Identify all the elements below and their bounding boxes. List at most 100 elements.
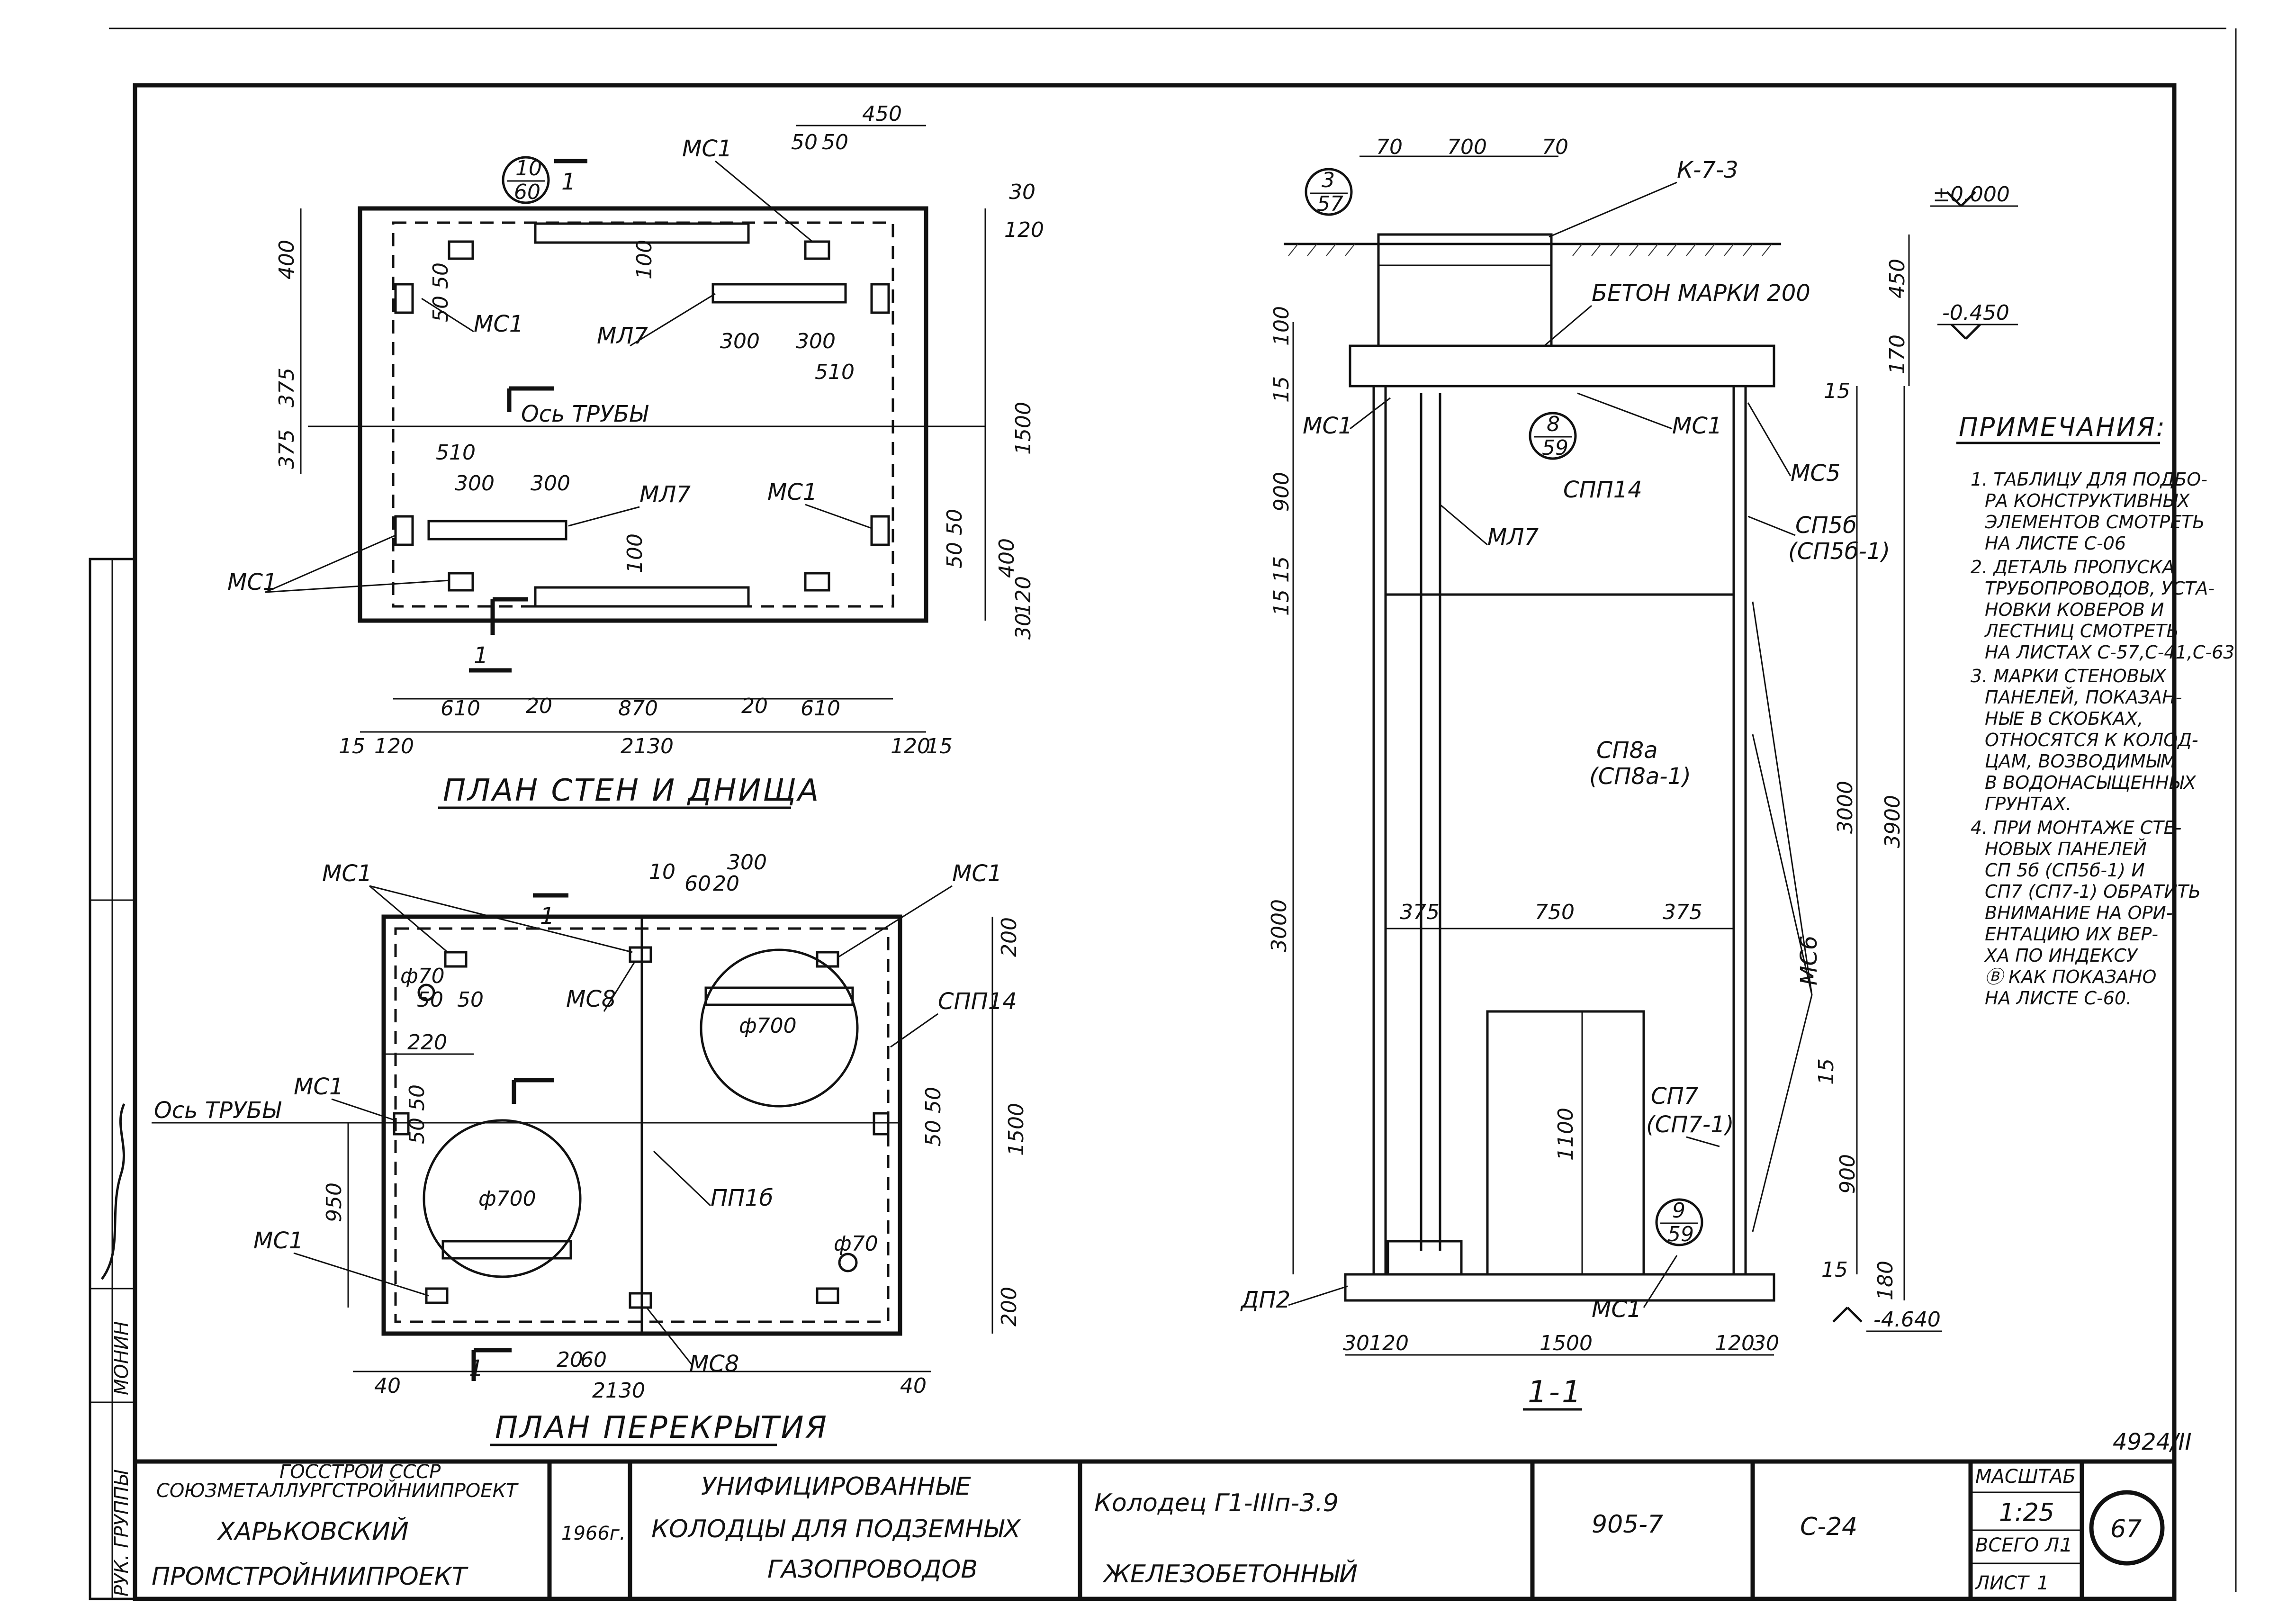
small-hole [417, 983, 435, 1001]
embed-mc1 [816, 1287, 839, 1304]
note-line: ГРУНТАХ. [1985, 794, 2071, 814]
embed-mc1 [394, 515, 414, 546]
label-sp5b: СП5б [1795, 512, 1857, 539]
note-line: В ВОДОНАСЫЩЕННЫХ [1985, 772, 2197, 793]
label-sp8a: СП8а [1596, 737, 1658, 764]
dim: 450 [1885, 259, 1909, 298]
plan-walls-title: ПЛАН СТЕН И ДНИЩА [443, 773, 820, 808]
series-line: КОЛОДЦЫ ДЛЯ ПОДЗЕМНЫХ [651, 1515, 1021, 1543]
ladder-bottom [427, 520, 567, 541]
dim: 1500 [1011, 402, 1035, 455]
section-mark: 1 [474, 642, 488, 669]
concrete-block [1387, 1240, 1463, 1276]
scale: 1:25 [1999, 1498, 2054, 1527]
note-line: НА ЛИСТЕ С-60. [1985, 988, 2132, 1009]
pipe-axis-label: Ось ТРУБЫ [521, 401, 649, 427]
dim: 20 [526, 694, 552, 718]
cover-k73 [1377, 233, 1553, 347]
total-label: ВСЕГО Л. [1975, 1534, 2065, 1556]
dim: 30 [1011, 613, 1035, 640]
note-line: 2. ДЕТАЛЬ ПРОПУСКА [1971, 557, 2175, 577]
embed-mc1 [870, 515, 890, 546]
notes: ПРИМЕЧАНИЯ: 1. ТАБЛИЦУ ДЛЯ ПОДБО- РА КОН… [1956, 412, 2234, 1009]
note-line: ТРУБОПРОВОДОВ, УСТА- [1985, 578, 2215, 599]
label-mc5: МС5 [1791, 460, 1840, 487]
label-k73: К-7-3 [1677, 157, 1738, 183]
dim: 120 [1004, 218, 1044, 242]
dim: 120 [374, 734, 414, 758]
label-mc1: МС1 [682, 135, 732, 162]
org-line: ГОССТРОЙ СССР [279, 1460, 441, 1483]
ref-circle [1655, 1198, 1703, 1246]
section-mark: 1 [561, 169, 576, 195]
dim: 300 [531, 471, 570, 496]
plan-walls-outer [358, 206, 928, 623]
scale-label: МАСШТАБ [1975, 1466, 2076, 1488]
dim: 50 [791, 130, 818, 154]
dim: 1500 [1540, 1331, 1593, 1355]
dim: 20 [557, 1348, 583, 1372]
dim: 220 [407, 1030, 447, 1055]
hatch-opening [700, 948, 859, 1108]
dim: 300 [455, 471, 495, 496]
note-line: 4. ПРИ МОНТАЖЕ СТЕ- [1971, 817, 2181, 838]
note-line: ОТНОСЯТСЯ К КОЛОД- [1985, 730, 2198, 750]
slab-inner [394, 927, 890, 1323]
dim: 15 [1821, 1258, 1848, 1282]
dim: 60 [580, 1348, 607, 1372]
dim: 750 [1535, 900, 1575, 924]
title-block: ГОССТРОЙ СССР СОЮЗМЕТАЛЛУРГСТРОЙНИИПРОЕК… [135, 1459, 2174, 1599]
embed-mc1 [448, 240, 474, 260]
page-circle [2089, 1490, 2165, 1566]
note-line: СП 5б (СП5б-1) И [1985, 860, 2145, 881]
hole-diameter: ф700 [739, 1014, 797, 1038]
dim: 50 [943, 542, 967, 568]
label-mc1: МС1 [952, 860, 1002, 887]
label-mc8: МС8 [566, 986, 616, 1012]
dim: 610 [441, 696, 480, 721]
label-dp2: ДП2 [1240, 1287, 1290, 1313]
dim: 15 [1270, 556, 1294, 583]
side-stamp-name: МОНИН [111, 1321, 133, 1395]
dim: 60 [684, 872, 711, 896]
dim: 120 [1715, 1331, 1755, 1355]
sheet-number: С-24 [1800, 1513, 1857, 1541]
level-mark: -4.640 [1873, 1308, 1941, 1332]
dim: 50 [921, 1087, 945, 1113]
ref-bottom: 57 [1317, 192, 1343, 216]
dim: 400 [275, 240, 299, 280]
label-ml7: МЛ7 [597, 323, 648, 349]
embed-mc1 [816, 951, 839, 968]
label-ml7: МЛ7 [639, 481, 691, 508]
note-line: ЭЛЕМЕНТОВ СМОТРЕТЬ [1984, 512, 2205, 532]
label-mc1: МС1 [294, 1074, 343, 1100]
ref-circle [1529, 412, 1577, 460]
embed-mc1 [804, 240, 830, 260]
dim: 100 [632, 240, 657, 280]
embed-mc1 [425, 1287, 449, 1304]
side-stamp-role: РУК. ГРУППЫ [111, 1470, 133, 1597]
dim: 870 [618, 696, 658, 721]
dim: 3000 [1267, 899, 1291, 952]
section-mark: 1 [469, 1355, 484, 1382]
dim: 40 [900, 1374, 927, 1398]
note-line: Ⓑ КАК ПОКАЗАНО [1985, 966, 2156, 987]
dim: 610 [801, 696, 840, 721]
dim: 50 [921, 1120, 945, 1146]
dim: 200 [997, 917, 1021, 957]
hole-diameter: ф700 [478, 1187, 536, 1211]
dim: 450 [862, 102, 902, 126]
dim: 300 [727, 850, 767, 875]
embed-mc1 [873, 1112, 890, 1136]
item-subtitle: ЖЕЛЕЗОБЕТОННЫЙ [1102, 1560, 1358, 1588]
section-title: 1-1 [1528, 1375, 1583, 1410]
dim: 30 [1009, 180, 1035, 204]
dim: 50 [405, 1084, 429, 1111]
ref-bottom: 59 [1542, 436, 1568, 460]
label-mc8: МС8 [689, 1351, 739, 1377]
ref-top: 3 [1322, 168, 1335, 192]
dim: 50 [457, 988, 484, 1012]
dim: 950 [322, 1182, 346, 1222]
label-mc1: МС1 [767, 479, 817, 505]
